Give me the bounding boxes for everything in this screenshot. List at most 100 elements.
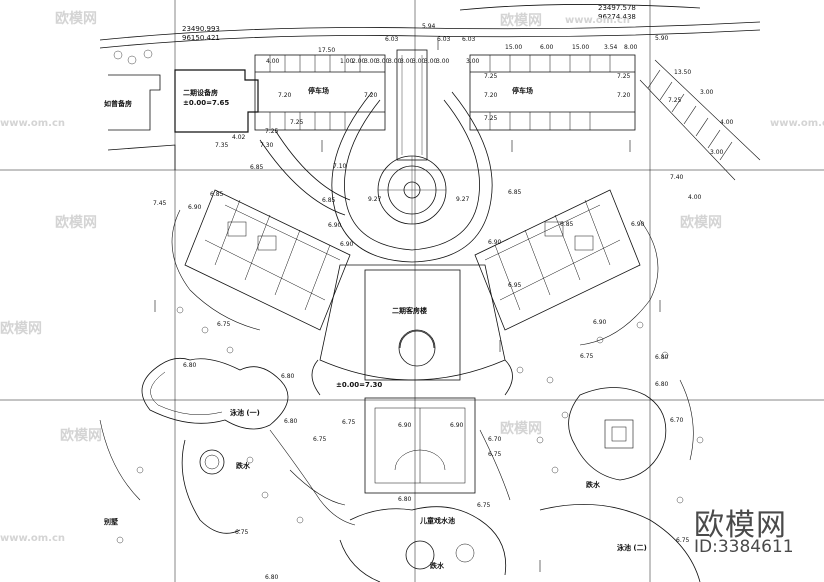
watermark-site-4: www.om.cn [0, 533, 66, 544]
dim-strip-left-4: 2.00 [352, 58, 366, 65]
dim-center-5: 6.85 [508, 189, 522, 196]
dim-site-right-2: 6.80 [655, 381, 669, 388]
water-bottom-label: 跌水 [430, 562, 444, 570]
garden-paths [99, 209, 694, 526]
dim-wing-left-3: 6.85 [210, 191, 224, 198]
level-park-right-3: 7.25 [484, 115, 498, 122]
dim-site-left-4: 6.75 [313, 436, 327, 443]
dim-strip-left-6: 3.00 [376, 58, 390, 65]
dim-strip-left-9: 3.00 [412, 58, 426, 65]
level-park-left-3: 7.25 [265, 128, 279, 135]
pool-one-outline [141, 357, 289, 534]
level-park-right-5: 7.25 [617, 73, 631, 80]
pool-two-outline [539, 387, 701, 582]
water-left-label: 跌水 [236, 462, 250, 470]
dim-site-center-2: 6.75 [342, 419, 356, 426]
equipment-room-outline [174, 69, 259, 133]
dim-strip-left-11: 3.00 [436, 58, 450, 65]
dim-site-left-2: 6.80 [183, 362, 197, 369]
equipment-room-label: 二期设备房 [183, 89, 218, 97]
pool-two-label: 泳池 (二) [617, 544, 647, 552]
dim-site-left-5: 6.80 [284, 418, 298, 425]
kids-pool-label: 儿童戏水池 [420, 517, 455, 525]
dim-site-center-5: 6.70 [488, 436, 502, 443]
dim-strip-right-5: 3.54 [604, 44, 618, 51]
dim-wing-right-3: 6.90 [593, 319, 607, 326]
lobby-label: 二期客房楼 [392, 307, 427, 315]
dim-wing-right-4: 6.95 [508, 282, 522, 289]
dim-top-3: 6.03 [437, 36, 451, 43]
trees [113, 49, 704, 544]
dim-site-left-1: 6.75 [217, 321, 231, 328]
right-building-wing [474, 189, 641, 331]
dim-center-4: 6.85 [322, 197, 336, 204]
drainage-arrows [154, 40, 661, 572]
dim-strip-right-1: 3.00 [466, 58, 480, 65]
dim-top-1: 6.03 [385, 36, 399, 43]
dim-site-left-3: 6.80 [281, 373, 295, 380]
dim-far-right-4: 7.40 [670, 174, 684, 181]
parking-left-label: 停车场 [308, 87, 329, 95]
level-park-left-4: 7.25 [290, 119, 304, 126]
ground-level-label: ±0.00=7.30 [336, 381, 383, 389]
dim-center-2: 9.27 [368, 196, 382, 203]
left-access-road [259, 129, 351, 216]
dim-site-right-3: 6.70 [670, 417, 684, 424]
dim-site-right-5: 6.80 [655, 354, 669, 361]
watermark-brand-1: 欧模网 [55, 11, 97, 27]
dim-wing-right-1: 6.90 [631, 221, 645, 228]
equipment-room-level: ±0.00=7.65 [183, 99, 230, 107]
watermark-brand-7: 欧模网 [500, 421, 542, 437]
dim-site-left-6: 6.80 [265, 574, 279, 581]
dim-center-1: 7.10 [333, 163, 347, 170]
dim-site-right-1: 6.75 [580, 353, 594, 360]
pool-one-label: 泳池 (一) [230, 409, 260, 417]
watermark-site-3: www.om.cn [770, 118, 824, 129]
watermark-brand-4: 欧模网 [680, 215, 722, 231]
watermark-brand-2: 欧模网 [500, 13, 542, 29]
dim-site-right-4: 6.75 [676, 537, 690, 544]
parking-left [254, 54, 386, 131]
parking-right [469, 54, 636, 131]
dim-center-8: 6.90 [488, 239, 502, 246]
pavilion [364, 397, 476, 494]
dim-site-center-4: 6.90 [450, 422, 464, 429]
dim-center-6: 4.02 [232, 134, 246, 141]
dim-center-3: 9.27 [456, 196, 470, 203]
watermark-id: ID:3384611 [694, 537, 794, 557]
dim-top-4: 6.03 [462, 36, 476, 43]
left-building-label: 如曾备房 [104, 100, 132, 108]
level-park-left-6: 7.35 [215, 142, 229, 149]
dim-site-center-1: 6.90 [398, 422, 412, 429]
dim-site-left-7: 6.75 [235, 529, 249, 536]
dim-far-right-6: 3.00 [710, 149, 724, 156]
level-park-right-1: 7.25 [484, 73, 498, 80]
dim-strip-left-7: 3.00 [388, 58, 402, 65]
level-park-right-2: 7.20 [484, 92, 498, 99]
dim-far-right-3: 7.25 [668, 97, 682, 104]
dim-center-7: 6.90 [340, 241, 354, 248]
watermark-site-1: www.om.cn [0, 118, 66, 129]
dim-far-right-5: 4.00 [688, 194, 702, 201]
villa-label: 别墅 [104, 518, 118, 526]
dim-far-right-1: 13.50 [674, 69, 692, 76]
kids-pool-outline [339, 506, 507, 582]
dim-strip-left-3: 1.00 [340, 58, 354, 65]
dim-wing-left-1: 6.85 [250, 164, 264, 171]
level-park-left-5: 7.30 [260, 142, 274, 149]
central-plaza [331, 49, 493, 263]
watermark-brand-5: 欧模网 [0, 321, 42, 337]
dim-wing-left-2: 6.90 [188, 204, 202, 211]
parking-right-label: 停车场 [512, 87, 533, 95]
watermark-brand-3: 欧模网 [55, 215, 97, 231]
dim-strip-right-4: 15.00 [572, 44, 590, 51]
dim-site-center-6: 6.75 [477, 502, 491, 509]
dim-strip-right-2: 15.00 [505, 44, 523, 51]
dim-strip-right-6: 8.00 [624, 44, 638, 51]
dim-strip-left-2: 4.00 [266, 58, 280, 65]
dim-far-right-7: 4.00 [720, 119, 734, 126]
dim-strip-left-10: 3.00 [424, 58, 438, 65]
dim-wing-left-5: 6.90 [328, 222, 342, 229]
